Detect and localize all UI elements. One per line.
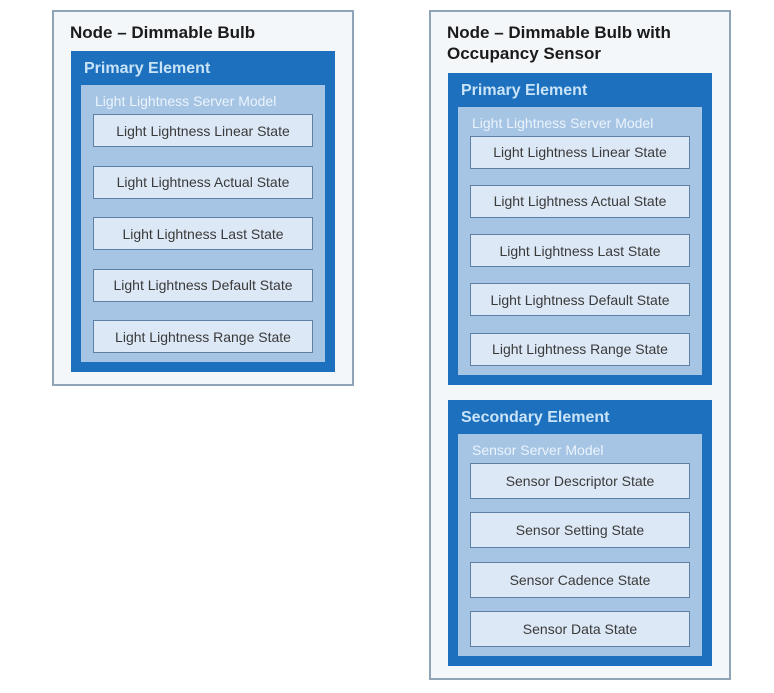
element-label: Primary Element	[461, 81, 588, 99]
light-lightness-server-model-box: Light Lightness Server Model Light Light…	[81, 85, 325, 362]
state-box: Light Lightness Actual State	[470, 184, 690, 218]
state-box: Light Lightness Range State	[470, 332, 690, 366]
state-list: Sensor Descriptor State Sensor Setting S…	[470, 462, 690, 647]
state-list: Light Lightness Linear State Light Light…	[470, 135, 690, 366]
state-box: Sensor Cadence State	[470, 561, 690, 598]
state-box: Light Lightness Default State	[93, 268, 313, 302]
primary-element-box: Primary Element Light Lightness Server M…	[448, 72, 712, 385]
secondary-element-box: Secondary Element Sensor Server Model Se…	[448, 399, 712, 666]
light-lightness-server-model-box: Light Lightness Server Model Light Light…	[458, 106, 702, 375]
state-box: Light Lightness Linear State	[470, 135, 690, 169]
node-dimmable-bulb-with-occupancy-sensor: Node – Dimmable Bulb with Occupancy Sens…	[429, 10, 731, 680]
model-label: Sensor Server Model	[472, 441, 604, 458]
primary-element-box: Primary Element Light Lightness Server M…	[71, 51, 335, 372]
state-box: Light Lightness Actual State	[93, 165, 313, 199]
state-box: Light Lightness Linear State	[93, 114, 313, 148]
element-label: Secondary Element	[461, 408, 610, 426]
state-box: Light Lightness Range State	[93, 320, 313, 353]
state-box: Light Lightness Last State	[470, 234, 690, 267]
state-box: Sensor Setting State	[470, 512, 690, 548]
state-box: Sensor Data State	[470, 611, 690, 647]
element-label: Primary Element	[84, 60, 211, 78]
model-label: Light Lightness Server Model	[95, 93, 277, 110]
sensor-server-model-box: Sensor Server Model Sensor Descriptor St…	[458, 433, 702, 656]
state-list: Light Lightness Linear State Light Light…	[93, 114, 313, 353]
node-body: Primary Element Light Lightness Server M…	[431, 65, 729, 679]
model-label: Light Lightness Server Model	[472, 114, 654, 131]
state-box: Light Lightness Default State	[470, 283, 690, 317]
state-box: Sensor Descriptor State	[470, 462, 690, 499]
node-title: Node – Dimmable Bulb	[70, 23, 256, 42]
node-title: Node – Dimmable Bulb with Occupancy Sens…	[447, 23, 671, 64]
node-body: Primary Element Light Lightness Server M…	[54, 43, 352, 384]
state-box: Light Lightness Last State	[93, 217, 313, 251]
node-dimmable-bulb: Node – Dimmable Bulb Primary Element Lig…	[52, 10, 354, 386]
